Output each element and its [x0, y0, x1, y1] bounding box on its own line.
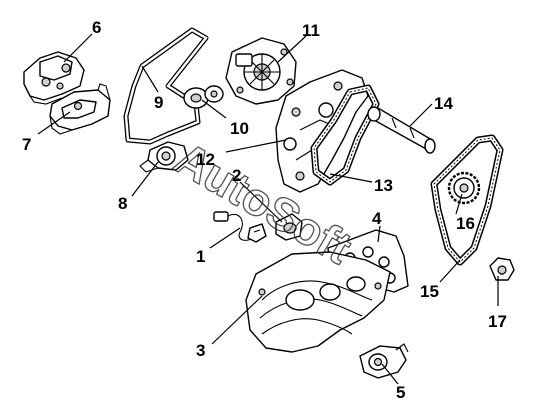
sprocket-nut — [489, 257, 515, 281]
callout-8: 8 — [118, 194, 127, 213]
water-pump-pulley — [183, 85, 224, 109]
callout-3: 3 — [196, 341, 205, 360]
throttle-bracket — [359, 343, 409, 379]
callout-15: 15 — [420, 282, 439, 301]
callout-12: 12 — [196, 150, 215, 169]
belt-tensioner — [139, 141, 189, 173]
callout-13: 13 — [374, 176, 393, 195]
callout-9: 9 — [154, 93, 163, 112]
callout-labels: 6 7 8 9 10 11 12 13 14 16 15 17 1 2 4 3 … — [22, 18, 507, 402]
callout-10: 10 — [230, 119, 249, 138]
engine-mount-lower — [49, 83, 111, 135]
callout-2: 2 — [232, 166, 241, 185]
callout-14: 14 — [434, 94, 453, 113]
water-pump — [225, 37, 297, 105]
intake-manifold — [245, 251, 391, 353]
engine-mount-upper — [23, 51, 85, 105]
drive-shaft — [367, 106, 436, 154]
callout-17: 17 — [488, 312, 507, 331]
callout-5: 5 — [396, 383, 405, 402]
sensor-with-harness — [213, 211, 267, 243]
crank-sprocket — [447, 171, 481, 205]
timing-chain — [430, 134, 504, 266]
callout-4: 4 — [372, 209, 382, 228]
callout-7: 7 — [22, 135, 31, 154]
callout-11: 11 — [302, 21, 320, 40]
callout-16: 16 — [456, 214, 475, 233]
callout-6: 6 — [92, 18, 101, 37]
accessory-belt — [123, 27, 209, 145]
callout-1: 1 — [196, 247, 205, 266]
clip-fitting — [275, 213, 303, 241]
leader-lines — [37, 33, 499, 385]
